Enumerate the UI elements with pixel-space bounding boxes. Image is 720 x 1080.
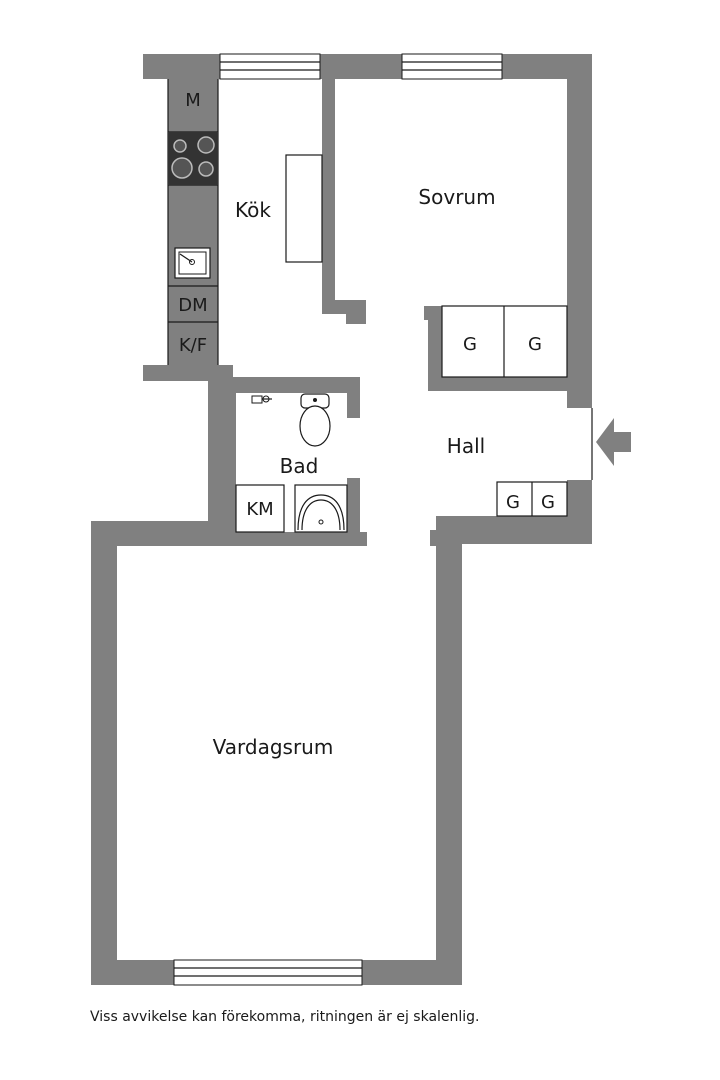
room-label-bathroom: Bad [280, 454, 319, 478]
shower-icon [251, 395, 272, 404]
stove-icon [168, 132, 218, 185]
wardrobe-label: G [463, 334, 477, 355]
room-label-kitchen: Kök [235, 198, 271, 222]
entrance-arrow-icon [596, 418, 631, 466]
kitchen-table [285, 154, 323, 263]
floor-plan: M DM K/F KM G G G G Kök Sovrum Bad Hall … [91, 53, 631, 986]
toilet-icon [299, 393, 331, 447]
hall-wardrobes [496, 481, 568, 517]
dishwasher-label: DM [178, 295, 207, 316]
sink-icon [174, 247, 211, 279]
disclaimer-note: Viss avvikelse kan förekomma, ritningen … [90, 1009, 480, 1025]
microwave-label: M [185, 90, 201, 111]
bedroom-wardrobes [441, 305, 568, 378]
washbasin-icon [294, 484, 348, 533]
windows [173, 53, 503, 986]
room-label-living: Vardagsrum [213, 735, 334, 759]
wardrobe-label: G [506, 492, 520, 513]
walls [91, 54, 592, 985]
washing-machine-box [235, 484, 285, 533]
room-label-bedroom: Sovrum [418, 185, 495, 209]
room-label-hall: Hall [447, 434, 485, 458]
wardrobe-label: G [541, 492, 555, 513]
fridge-freezer-label: K/F [179, 335, 207, 356]
wardrobe-label: G [528, 334, 542, 355]
washing-machine-label: KM [246, 499, 273, 520]
